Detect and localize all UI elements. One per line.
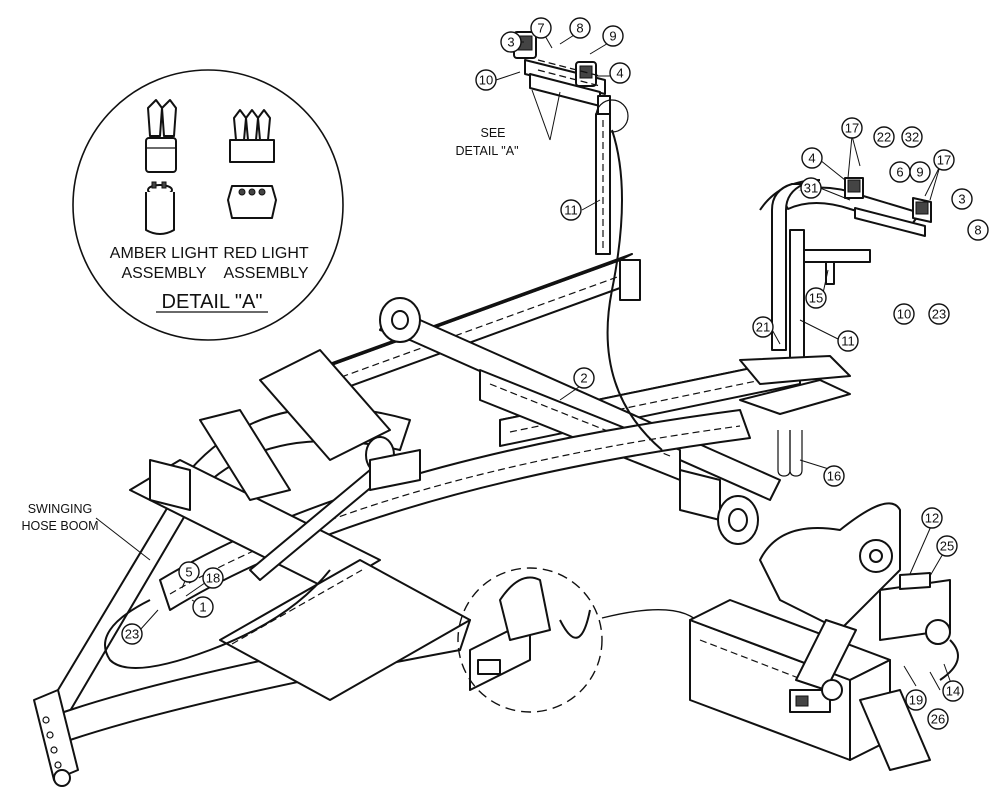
swinging-hose-boom-line2: HOSE BOOM: [21, 519, 98, 533]
callout-31: 31: [800, 177, 822, 199]
red-light-connector-icon: [227, 109, 277, 219]
svg-text:14: 14: [946, 684, 960, 699]
vertical-post-left: [595, 113, 611, 255]
callout-18: 18: [202, 567, 224, 589]
callout-9-top: 9: [602, 25, 624, 47]
callout-19: 19: [905, 689, 927, 711]
svg-text:17: 17: [845, 121, 859, 136]
detail-a-inset: AMBER LIGHT ASSEMBLY RED LIGHT ASSEMBLY …: [72, 69, 344, 341]
svg-text:5: 5: [185, 565, 192, 580]
callout-23-right: 23: [928, 303, 950, 325]
svg-text:11: 11: [564, 203, 578, 218]
svg-text:1: 1: [199, 600, 206, 615]
svg-text:6: 6: [896, 165, 903, 180]
red-label-line2: ASSEMBLY: [223, 265, 308, 282]
svg-text:25: 25: [940, 539, 954, 554]
svg-text:4: 4: [616, 66, 623, 81]
callout-17-left: 17: [841, 117, 863, 139]
callout-12: 12: [921, 507, 943, 529]
svg-text:3: 3: [958, 192, 965, 207]
svg-text:3: 3: [507, 35, 514, 50]
svg-text:21: 21: [756, 320, 770, 335]
amber-label-line2: ASSEMBLY: [121, 265, 206, 282]
svg-text:10: 10: [479, 73, 493, 88]
svg-text:8: 8: [974, 223, 981, 238]
callout-32: 32: [901, 126, 923, 148]
callout-8-top: 8: [569, 17, 591, 39]
svg-text:32: 32: [905, 130, 919, 145]
callout-8-right: 8: [967, 219, 989, 241]
callout-14: 14: [942, 680, 964, 702]
hoses: [104, 129, 663, 669]
callout-2: 2: [573, 367, 595, 389]
callout-1: 1: [192, 596, 214, 618]
callout-11-top: 11: [560, 199, 582, 221]
vertical-post-right: [771, 183, 805, 363]
svg-text:8: 8: [576, 21, 583, 36]
callout-11-right: 11: [837, 330, 859, 352]
detail-a-title: DETAIL "A": [162, 291, 263, 313]
red-label-line1: RED LIGHT: [223, 245, 309, 262]
callout-3-right: 3: [951, 188, 973, 210]
svg-text:10: 10: [897, 307, 911, 322]
svg-text:11: 11: [841, 334, 855, 349]
callout-5: 5: [178, 561, 200, 583]
callout-6: 6: [889, 161, 911, 183]
svg-text:22: 22: [877, 130, 891, 145]
svg-text:12: 12: [925, 511, 939, 526]
svg-text:2: 2: [580, 371, 587, 386]
svg-text:16: 16: [827, 469, 841, 484]
svg-text:9: 9: [916, 165, 923, 180]
callout-17-right: 17: [933, 149, 955, 171]
svg-text:9: 9: [609, 29, 616, 44]
svg-text:26: 26: [931, 712, 945, 727]
callout-21: 21: [752, 316, 774, 338]
callout-22: 22: [873, 126, 895, 148]
u-bolts: [777, 430, 803, 477]
main-frame: [33, 253, 851, 787]
amber-label-line1: AMBER LIGHT: [110, 245, 219, 262]
top-light-bar: [513, 31, 629, 133]
swinging-hose-boom-line1: SWINGING: [28, 502, 93, 516]
svg-text:7: 7: [537, 21, 544, 36]
see-detail-line2: DETAIL "A": [455, 144, 518, 158]
svg-text:19: 19: [909, 693, 923, 708]
callout-10-right: 10: [893, 303, 915, 325]
callout-26: 26: [927, 708, 949, 730]
callout-4-right: 4: [801, 147, 823, 169]
callout-25: 25: [936, 535, 958, 557]
callout-9-right: 9: [909, 161, 931, 183]
svg-text:23: 23: [932, 307, 946, 322]
svg-text:15: 15: [809, 291, 823, 306]
svg-text:17: 17: [937, 153, 951, 168]
svg-text:4: 4: [808, 151, 815, 166]
see-detail-line1: SEE: [480, 126, 505, 140]
svg-text:18: 18: [206, 571, 220, 586]
callout-10-top: 10: [475, 69, 497, 91]
hitch-exploded-view: [689, 502, 959, 771]
callout-15: 15: [805, 287, 827, 309]
svg-text:23: 23: [125, 627, 139, 642]
callout-7: 7: [530, 17, 552, 39]
amber-light-connector-icon: [145, 99, 177, 235]
svg-text:31: 31: [804, 181, 818, 196]
callout-16: 16: [823, 465, 845, 487]
callout-23-left: 23: [121, 623, 143, 645]
callout-3-top: 3: [500, 31, 522, 53]
callout-4-top: 4: [609, 62, 631, 84]
